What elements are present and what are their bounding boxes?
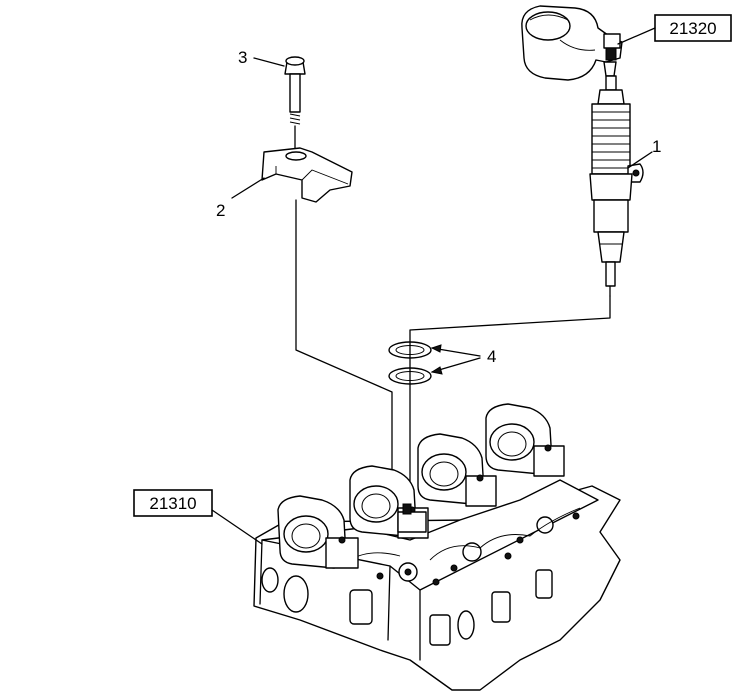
injector: [589, 75, 644, 297]
bolt: [284, 56, 306, 149]
cam-bearing-caps: [277, 403, 565, 569]
rocker-arm: [521, 5, 623, 81]
callout-injector: 1: [627, 137, 661, 169]
ref-label-cylinder-head: 21310: [149, 494, 196, 513]
clamp: [261, 147, 353, 203]
callout-bolt: 3: [238, 48, 285, 67]
ref-box-cylinder-head: 21310: [133, 489, 263, 545]
callout-seal-rings: 4: [430, 344, 496, 375]
ref-box-rocker-arm: 21320: [617, 14, 732, 45]
ref-label-rocker-arm: 21320: [669, 19, 716, 38]
callout-label-injector: 1: [652, 137, 661, 156]
callout-clamp: 2: [216, 177, 265, 220]
callout-label-bolt: 3: [238, 48, 247, 67]
callout-label-seal-rings: 4: [487, 347, 496, 366]
callout-label-clamp: 2: [216, 201, 225, 220]
